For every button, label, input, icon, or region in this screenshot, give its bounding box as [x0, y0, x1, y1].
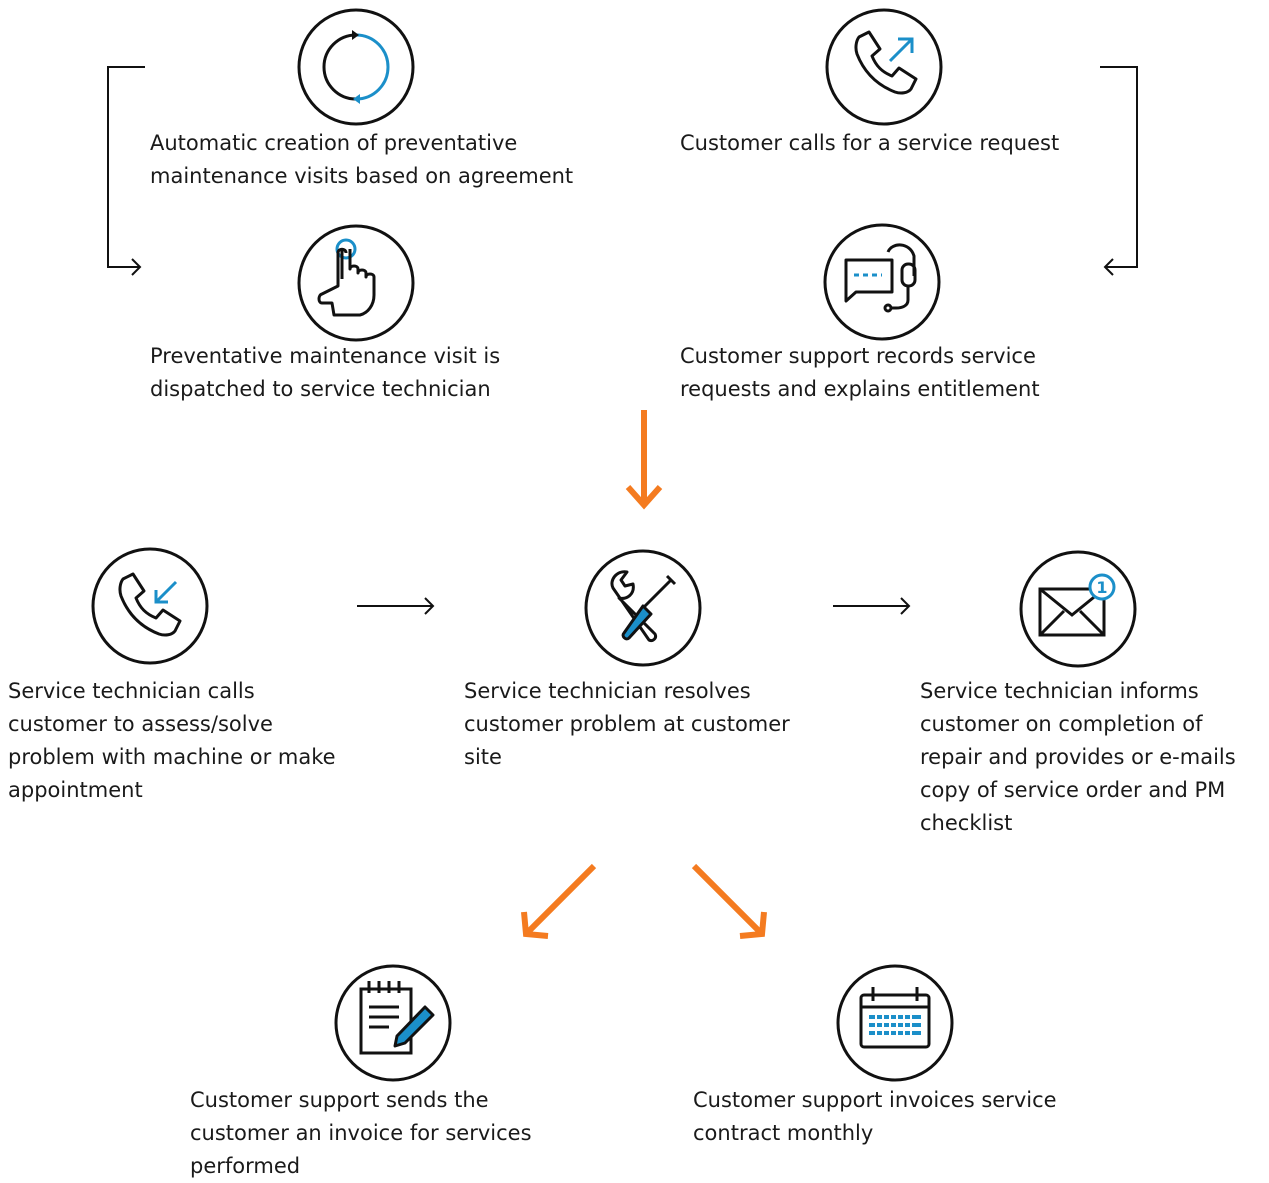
hand-pointer-icon [297, 224, 415, 342]
notepad-pen-icon [334, 964, 452, 1082]
refresh-cycle-icon [297, 8, 415, 126]
phone-incoming-icon [91, 547, 209, 665]
phone-outgoing-icon [825, 8, 943, 126]
arrow-right-1 [357, 597, 435, 615]
send-invoice-label: Customer support sends the customer an i… [190, 1088, 532, 1178]
tech-calls-label: Service technician calls customer to ass… [8, 679, 336, 802]
monthly-invoice-label: Customer support invoices service contra… [693, 1088, 1057, 1145]
pm-dispatch-label: Preventative maintenance visit is dispat… [150, 344, 501, 401]
support-records-label: Customer support records service request… [680, 344, 1040, 401]
auto-pm-label: Automatic creation of preventative maint… [150, 131, 574, 188]
arrow-right-2 [833, 597, 911, 615]
orange-down-arrow [625, 410, 663, 510]
calendar-icon [836, 964, 954, 1082]
tech-resolves-label: Service technician resolves customer pro… [464, 679, 790, 769]
tech-informs-label: Service technician informs customer on c… [920, 679, 1236, 835]
wrench-screwdriver-icon [584, 549, 702, 667]
orange-diagonal-arrow-right [691, 863, 767, 939]
customer-calls-label: Customer calls for a service request [680, 131, 1060, 155]
headset-chat-icon [823, 223, 941, 341]
left-bracket-arrow [107, 66, 145, 276]
right-bracket-arrow [1100, 66, 1138, 276]
orange-diagonal-arrow-left [521, 863, 597, 939]
svg-text:1: 1 [1096, 578, 1107, 597]
envelope-notification-icon: 1 [1019, 550, 1137, 668]
